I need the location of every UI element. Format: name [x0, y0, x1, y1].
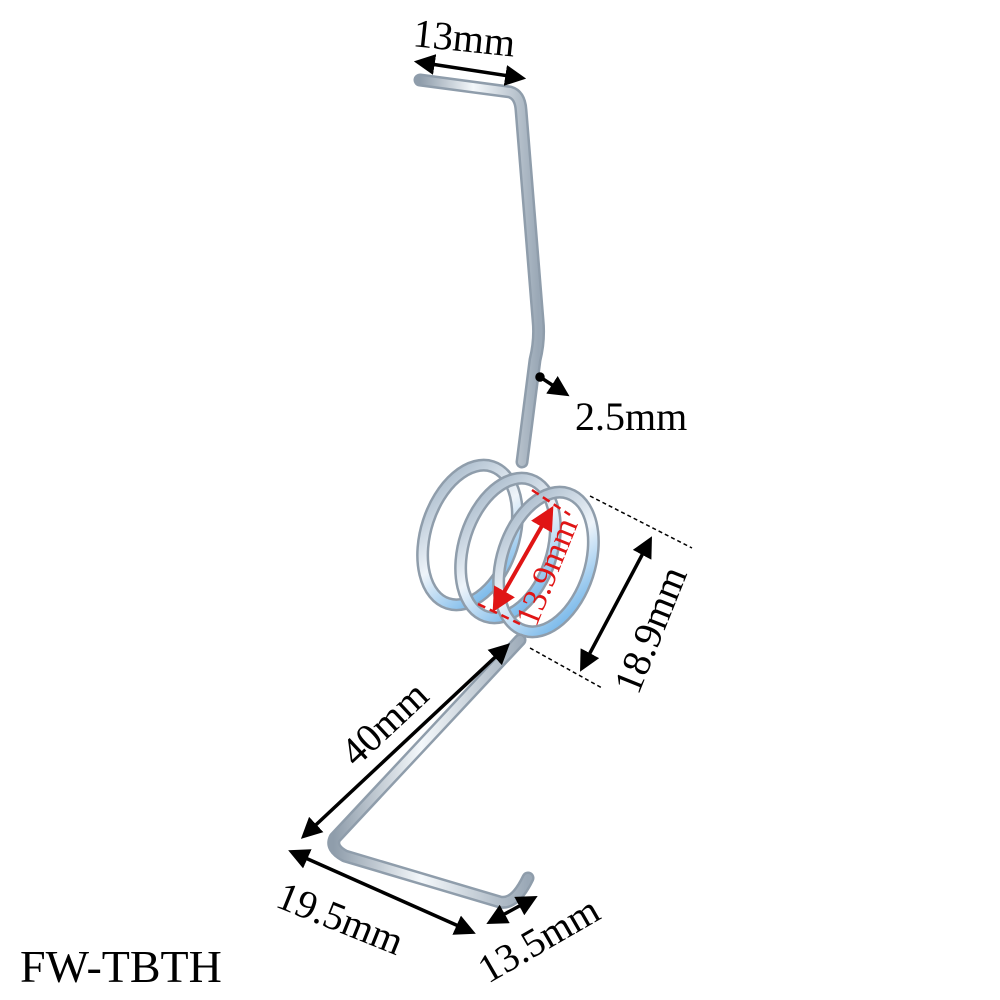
product-code: FW-TBTH — [20, 941, 222, 992]
spring-wire — [327, 73, 600, 909]
dim-arrow-coil-inner — [492, 505, 554, 613]
dim-arrow-top-hook — [413, 54, 527, 86]
inner-diameter-annotation — [477, 488, 571, 626]
label-top-hook: 13mm — [411, 10, 517, 65]
spring-coil — [416, 458, 600, 639]
dim-arrow-foot-length — [288, 849, 476, 935]
label-foot-length: 19.5mm — [271, 873, 410, 964]
dim-arrow-foot-tip — [486, 895, 538, 925]
dim-arrow-lower-leg — [300, 643, 511, 839]
dim-arrow-wire-diameter — [539, 375, 570, 397]
dim-arrow-coil-length — [580, 536, 652, 672]
label-wire-diameter: 2.5mm — [575, 394, 687, 439]
dimension-annotations — [288, 54, 693, 935]
label-coil-length: 18.9mm — [605, 560, 696, 699]
